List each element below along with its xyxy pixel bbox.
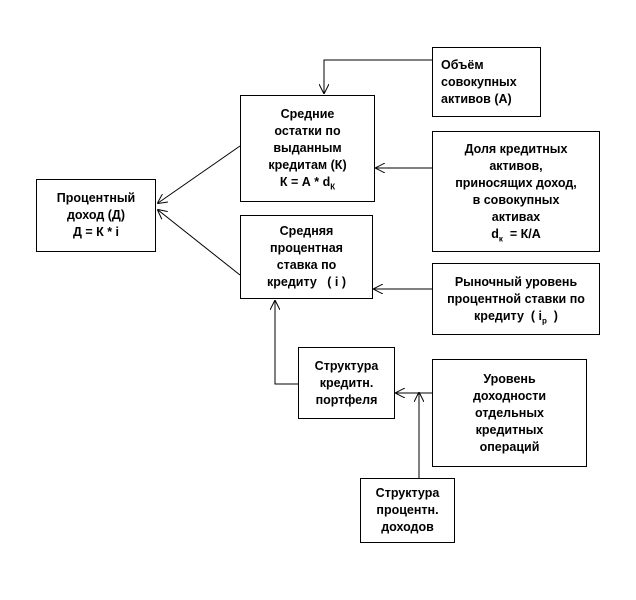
avg-loan-balance-formula: К = А * dК: [280, 174, 335, 191]
market-rate-last-sub: р: [541, 316, 547, 325]
yield-line-1: Уровень: [483, 371, 536, 386]
yield-line-3: отдельных: [475, 405, 544, 420]
interest-income-line-1: Процентный: [56, 191, 136, 205]
yield-line-5: операций: [479, 439, 540, 454]
total-assets-line-2: совокупных: [441, 74, 517, 89]
box-market-rate: Рыночный уровень процентной ставки по кр…: [432, 263, 600, 335]
box-interest-income: Процентный доход (Д) Д = К * i: [36, 179, 156, 252]
avg-rate-line-4: кредиту ( i ): [266, 275, 346, 289]
interest-income-formula: Д = К * i: [72, 225, 120, 239]
income-structure-line-1: Структура: [375, 486, 440, 500]
market-rate-line-3: кредиту ( iр ): [474, 308, 558, 325]
credit-share-formula-rest: = К/А: [502, 226, 541, 241]
interest-income-line-2: доход (Д): [66, 208, 125, 222]
income-structure-line-2: процентн.: [376, 503, 439, 517]
box-total-assets: Объём совокупных активов (А): [432, 47, 541, 117]
avg-rate-line-1: Средняя: [279, 224, 334, 238]
total-assets-line-3: активов (А): [441, 91, 512, 106]
box-operations-yield: Уровень доходности отдельных кредитных о…: [432, 359, 587, 467]
box-avg-loan-balance: Средние остатки по выданным кредитам (К)…: [240, 95, 375, 202]
portfolio-line-1: Структура: [314, 358, 379, 373]
credit-share-formula: dк = К/А: [491, 226, 541, 243]
box-avg-interest-rate: Средняя процентная ставка по кредиту ( i…: [240, 215, 373, 299]
credit-share-line-1: Доля кредитных: [464, 141, 568, 156]
credit-share-line-5: активах: [491, 209, 541, 224]
avg-loan-balance-line-4: кредитам (К): [268, 158, 347, 172]
yield-line-4: кредитных: [475, 422, 544, 437]
avg-rate-line-3: ставка по: [276, 258, 337, 272]
total-assets-line-1: Объём: [441, 57, 484, 72]
avg-loan-balance-line-1: Средние: [280, 107, 335, 121]
market-rate-last-main: кредиту ( i: [474, 308, 542, 323]
market-rate-last-rest: ): [546, 308, 558, 323]
credit-share-formula-sub: к: [498, 234, 503, 243]
avg-loan-balance-formula-sub: К: [330, 182, 336, 192]
arrow-rate-to-income: [158, 210, 241, 276]
portfolio-line-3: портфеля: [315, 392, 378, 407]
credit-share-line-4: в совокупных: [472, 192, 560, 207]
market-rate-line-1: Рыночный уровень: [454, 274, 578, 289]
yield-line-2: доходности: [472, 388, 547, 403]
avg-loan-balance-line-3: выданным: [273, 141, 342, 155]
avg-loan-balance-line-2: остатки по: [274, 124, 341, 138]
income-structure-line-3: доходов: [381, 520, 434, 534]
box-portfolio-structure: Структура кредитн. портфеля: [298, 347, 395, 419]
credit-share-line-3: приносящих доход,: [455, 175, 577, 190]
market-rate-line-2: процентной ставки по: [447, 291, 585, 306]
arrow-portfolio-to-rate: [275, 301, 298, 385]
avg-rate-line-2: процентная: [270, 241, 343, 255]
box-credit-assets-share: Доля кредитных активов, приносящих доход…: [432, 131, 600, 252]
credit-share-formula-main: d: [491, 226, 499, 241]
arrow-balance-to-income: [158, 145, 241, 203]
portfolio-line-2: кредитн.: [319, 375, 374, 390]
arrow-assets-to-balance: [324, 59, 432, 93]
credit-share-line-2: активов,: [489, 158, 543, 173]
box-income-structure: Структура процентн. доходов: [360, 478, 455, 543]
avg-loan-balance-formula-main: К = А * d: [279, 175, 331, 189]
